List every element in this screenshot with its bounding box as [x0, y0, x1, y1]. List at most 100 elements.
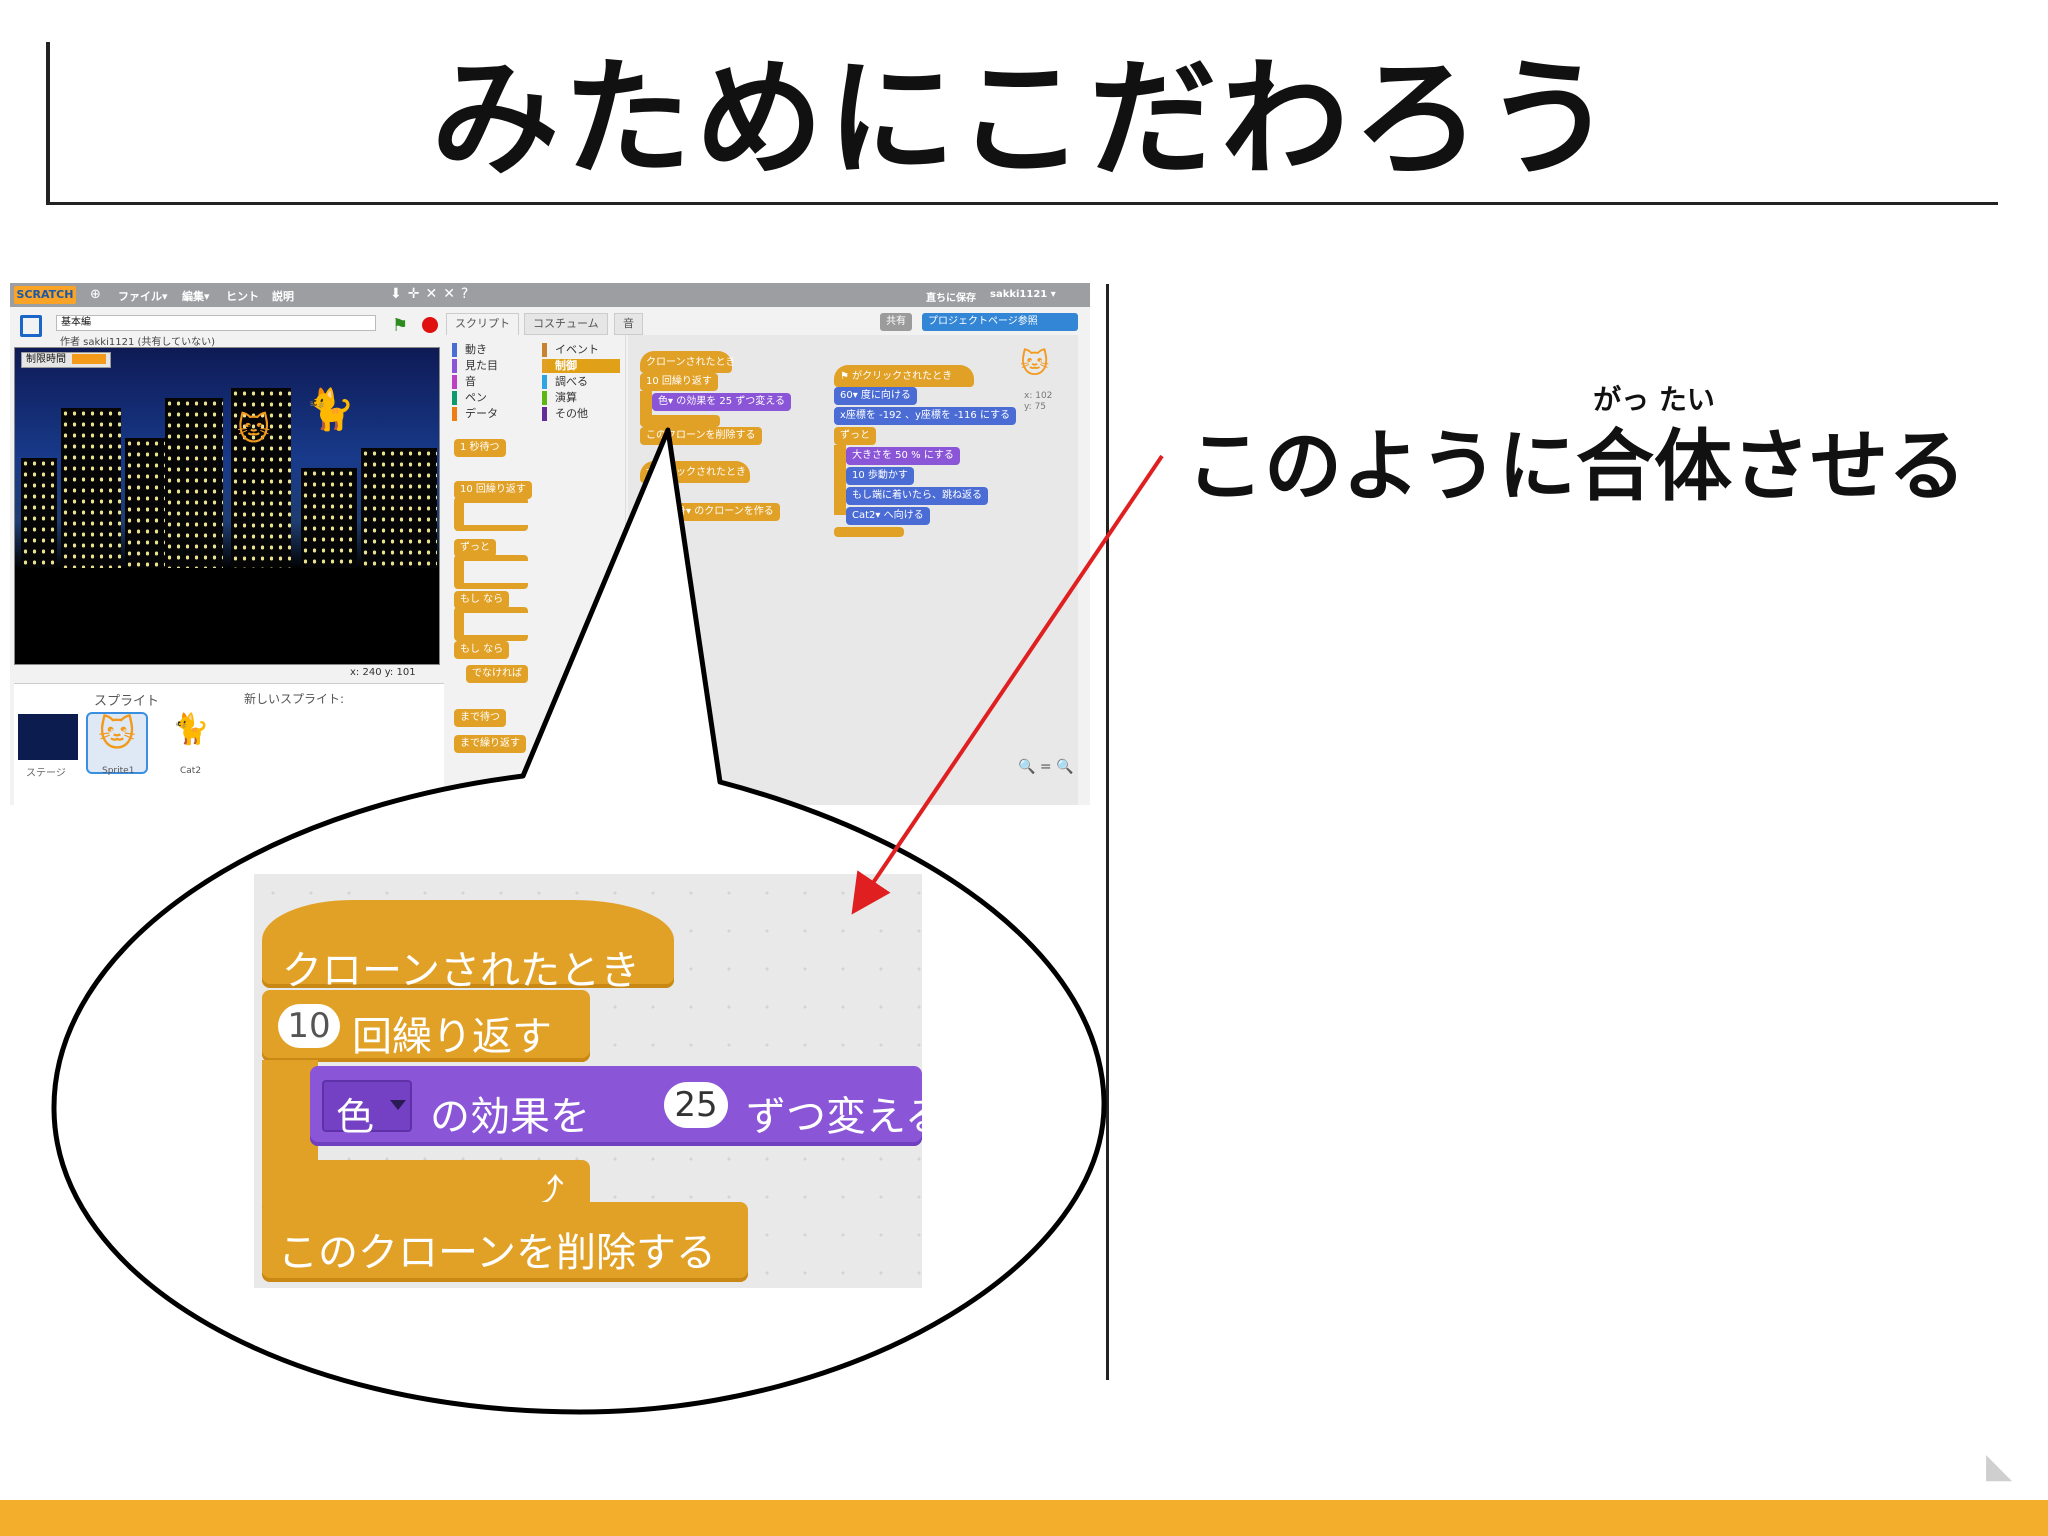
script-goto-xy[interactable]: x座標を -192 、y座標を -116 にする — [834, 407, 1017, 425]
script-repeat[interactable]: 10 回繰り返す — [640, 373, 718, 391]
menu-edit[interactable]: 編集▾ — [182, 290, 210, 303]
save-now-link[interactable]: 直ちに保存 — [926, 293, 976, 304]
zoom-repeat-arm — [262, 1060, 318, 1170]
script-point-direction[interactable]: 60▾ 度に向ける — [834, 387, 917, 405]
category-sound[interactable]: 音 — [452, 375, 476, 389]
globe-icon[interactable]: ⊕ — [90, 287, 101, 302]
palette-ifelse-block[interactable]: もし なら — [454, 641, 510, 659]
building — [361, 448, 437, 578]
zoom-clone-hat-label: クローンされたとき — [282, 948, 640, 994]
script-flag-hat-label: がクリックされたとき — [852, 371, 953, 382]
script-effect[interactable]: 色▾ の効果を 25 ずつ変える — [652, 393, 791, 411]
footer-bar — [0, 1500, 2048, 1536]
building — [21, 458, 57, 578]
stage-thumbnail[interactable] — [18, 714, 78, 760]
sprite1-thumbnail[interactable]: 🐱 — [86, 712, 148, 774]
category-events[interactable]: イベント — [542, 343, 599, 357]
caption-pre: このように — [1186, 422, 1577, 512]
building — [301, 468, 357, 578]
building — [61, 408, 121, 578]
stage[interactable]: 制限時間 🐈 🐱 — [14, 347, 440, 665]
category-data[interactable]: データ — [452, 407, 498, 421]
sprite-xy-readout: x: 102 y: 75 — [1024, 391, 1053, 412]
zoom-clone-hat-block: クローンされたとき — [262, 900, 674, 994]
stage-label: ステージ — [26, 768, 66, 779]
script-repeat-end — [640, 415, 720, 427]
zoom-effect-label1: の効果を — [430, 1094, 590, 1140]
caption-word: 合体 — [1576, 422, 1733, 512]
category-pen[interactable]: ペン — [452, 391, 487, 405]
zoom-effect-amount: 25 — [664, 1082, 728, 1128]
building — [231, 388, 291, 578]
building — [165, 398, 223, 578]
new-sprite-label: 新しいスプライト: — [244, 692, 345, 706]
palette-forever-c — [454, 555, 528, 589]
category-control[interactable]: 制御 — [542, 359, 620, 373]
title-left-rule — [46, 42, 50, 204]
caption: このようにがっ たい合体させる — [1186, 383, 1967, 516]
share-button[interactable]: 共有 — [880, 313, 912, 331]
slide-title: みためにこだわろう — [431, 45, 1617, 194]
script-forever[interactable]: ずっと — [834, 427, 876, 445]
fullscreen-icon[interactable] — [20, 315, 42, 337]
zoom-repeat-block: 10 回繰り返す — [262, 990, 590, 1062]
project-author: 作者 sakki1121 (共有していない) — [60, 337, 216, 348]
menu-about[interactable]: 説明 — [272, 290, 294, 303]
script-forever-arm — [834, 445, 846, 515]
zoom-delete-clone-block: このクローンを削除する — [262, 1202, 748, 1282]
project-titlebar: 基本編 作者 sakki1121 (共有していない) ⚑ — [14, 313, 444, 348]
timer-value — [72, 354, 106, 364]
scratch-menubar: SCRATCH ⊕ ファイル▾ 編集▾ ヒント 説明 ⬇✛✕✕? 直ちに保存 s… — [10, 283, 1090, 307]
sprite-pane: スプライト 新しいスプライト: ステージ 🐱 Sprite1 🐈 Cat2 — [14, 683, 444, 805]
zoom-effect-block: 色 の効果を 25 ずつ変える — [310, 1066, 922, 1146]
category-looks[interactable]: 見た目 — [452, 359, 498, 373]
tab-sounds[interactable]: 音 — [614, 313, 643, 335]
title-underline — [46, 202, 1998, 205]
cat2-label: Cat2 — [180, 766, 202, 776]
palette-repeat-until-block[interactable]: まで繰り返す — [454, 735, 526, 753]
tab-scripts[interactable]: スクリプト — [446, 313, 519, 335]
palette-wait-until-block[interactable]: まで待つ — [454, 709, 506, 727]
palette-else-label: でなければ — [466, 665, 528, 683]
palette-if-block[interactable]: もし なら — [454, 591, 510, 609]
zoomed-code-panel: クローンされたとき 10 回繰り返す ⤴ 色 の効果を 25 ずつ変える このク… — [254, 874, 922, 1288]
cat2-sprite-icon[interactable]: 🐈 — [305, 387, 355, 433]
zoom-repeat-label: 回繰り返す — [352, 1014, 552, 1060]
palette-forever-block[interactable]: ずっと — [454, 539, 496, 557]
scratch-logo[interactable]: SCRATCH — [14, 286, 76, 304]
timer-label: 制限時間 — [26, 354, 66, 365]
category-operators[interactable]: 演算 — [542, 391, 577, 405]
menu-tips[interactable]: ヒント — [226, 290, 259, 303]
category-motion[interactable]: 動き — [452, 343, 487, 357]
menu-file[interactable]: ファイル▾ — [118, 290, 168, 303]
zoom-effect-label2: ずつ変える — [746, 1094, 922, 1140]
palette-wait-block[interactable]: 1 秒待つ — [454, 439, 506, 457]
palette-repeat-block[interactable]: 10 回繰り返す — [454, 481, 532, 499]
scratch-editor-screenshot: SCRATCH ⊕ ファイル▾ 編集▾ ヒント 説明 ⬇✛✕✕? 直ちに保存 s… — [10, 283, 1090, 805]
timer-monitor: 制限時間 — [21, 352, 111, 368]
edit-tools-icons[interactable]: ⬇✛✕✕? — [390, 286, 475, 302]
stop-icon[interactable] — [422, 317, 438, 333]
caption-ruby-word: がっ たい合体 — [1576, 383, 1733, 516]
sprite1-label: Sprite1 — [102, 766, 135, 776]
script-repeat-arm — [640, 391, 652, 421]
project-name-input[interactable]: 基本編 — [56, 315, 376, 331]
caption-post: させる — [1732, 422, 1967, 512]
zoom-delete-clone-label: このクローンを削除する — [278, 1230, 716, 1276]
category-more[interactable]: その他 — [542, 407, 588, 421]
stage-coords: x: 240 y: 101 — [350, 667, 416, 678]
palette-repeat-c — [454, 497, 528, 531]
script-clone-hat[interactable]: クローンされたとき — [640, 351, 736, 373]
green-flag-icon[interactable]: ⚑ — [392, 315, 409, 336]
footer-logo-icon: ◣ — [1986, 1446, 2013, 1486]
sprite1-cat-icon[interactable]: 🐱 — [237, 410, 271, 448]
sprite-pane-header: スプライト — [94, 694, 160, 709]
script-flag-hat[interactable]: ⚑ がクリックされたとき — [834, 365, 974, 387]
category-sensing[interactable]: 調べる — [542, 375, 588, 389]
caption-ruby-reading: がっ たい — [1593, 383, 1715, 416]
project-page-button[interactable]: プロジェクトページ参照 — [922, 313, 1078, 331]
user-menu[interactable]: sakki1121 ▾ — [990, 289, 1056, 300]
cat2-thumbnail[interactable]: 🐈 — [172, 712, 210, 747]
tab-costumes[interactable]: コスチューム — [524, 313, 608, 335]
